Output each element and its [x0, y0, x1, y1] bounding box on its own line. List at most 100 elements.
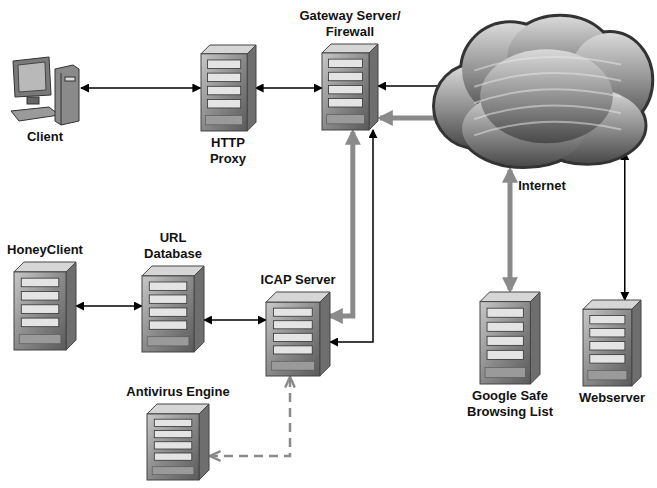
- pc-drawing: [9, 55, 81, 125]
- drive-bay: [207, 73, 240, 81]
- label-group: URL Database: [137, 230, 209, 262]
- connector: [76, 305, 142, 307]
- thick-connector: [330, 132, 353, 316]
- drive-bay: [207, 99, 240, 107]
- drive-bay: [487, 322, 523, 331]
- cloud-texture: [474, 73, 621, 87]
- server-base: [205, 116, 242, 125]
- tower: [55, 65, 79, 125]
- server-side: [369, 44, 378, 130]
- drive-bay: [329, 99, 363, 107]
- drive-bay: [274, 346, 313, 354]
- cloud-texture: [474, 89, 621, 103]
- server-top: [266, 292, 330, 302]
- node-label: Webserver: [579, 390, 645, 406]
- connector: [330, 130, 373, 342]
- server-top: [201, 45, 256, 54]
- drive-bay: [274, 321, 313, 329]
- server-side: [199, 404, 209, 480]
- server-node: Google Safe Browsing List: [462, 292, 558, 420]
- drive-bay: [149, 282, 186, 290]
- connector: [624, 152, 626, 300]
- label-group: Internet: [518, 178, 566, 194]
- server-drawing: [480, 292, 540, 384]
- server-node: Antivirus Engine: [124, 384, 232, 480]
- drive-bay: [154, 442, 191, 449]
- thick-connector: [508, 170, 513, 290]
- server-node: URL Database: [135, 230, 211, 352]
- label-group: HTTP Proxy: [203, 135, 253, 167]
- cloud-texture: [474, 122, 621, 136]
- drive-bay: [590, 328, 625, 336]
- drive-bay: [21, 318, 58, 327]
- server-front: [266, 302, 320, 376]
- server-side: [194, 266, 204, 352]
- server-side: [247, 45, 256, 131]
- node-label: Antivirus Engine: [126, 384, 229, 400]
- server-front: [142, 276, 194, 352]
- drive-bay: [207, 60, 240, 68]
- drive-bay: [149, 295, 186, 303]
- drive-bay: [149, 321, 186, 329]
- client-node: Client: [9, 55, 81, 145]
- drive-bay: [590, 342, 625, 350]
- server-front: [14, 272, 66, 350]
- drive-bay: [207, 86, 240, 94]
- node-label: ICAP Server: [261, 272, 336, 288]
- server-icon: [480, 292, 540, 384]
- server-icon: [201, 45, 256, 131]
- server-top: [14, 262, 76, 272]
- connector: [256, 87, 323, 89]
- server-base: [327, 115, 365, 124]
- keyboard: [11, 107, 59, 121]
- server-node: Webserver: [577, 300, 648, 406]
- drive-slot: [65, 77, 75, 81]
- server-top: [480, 292, 540, 302]
- server-drawing: [147, 404, 209, 480]
- server-drawing: [322, 44, 378, 130]
- drive-bay: [154, 419, 191, 426]
- label-group: Gateway Server/ Firewall: [295, 8, 405, 40]
- server-top: [142, 266, 204, 276]
- cloud-texture: [474, 105, 621, 119]
- label-group: Client: [27, 129, 63, 145]
- server-top: [322, 44, 378, 53]
- server-base: [19, 334, 61, 343]
- drive-bay: [149, 308, 186, 316]
- monitor-stand: [27, 97, 39, 104]
- node-label: HTTP Proxy: [203, 135, 253, 167]
- screen: [18, 62, 46, 92]
- server-drawing: [142, 266, 204, 352]
- server-side: [320, 292, 330, 376]
- server-icon: [583, 300, 641, 386]
- node-label: Internet: [518, 178, 566, 194]
- drive-bay: [21, 278, 58, 287]
- server-top: [583, 300, 641, 309]
- server-front: [201, 54, 247, 131]
- drive-bay: [590, 355, 625, 363]
- drive-bay: [329, 59, 363, 67]
- server-front: [322, 53, 369, 130]
- server-icon: [266, 292, 330, 376]
- server-drawing: [266, 292, 330, 376]
- label-group: Antivirus Engine: [126, 384, 229, 400]
- server-icon: [322, 44, 378, 130]
- server-node: HoneyClient: [5, 242, 85, 350]
- label-group: Webserver: [579, 390, 645, 406]
- server-side: [66, 262, 76, 350]
- server-front: [583, 309, 632, 386]
- drive-bay: [329, 85, 363, 93]
- server-side: [632, 300, 641, 386]
- connector: [204, 319, 266, 321]
- drive-bay: [154, 430, 191, 437]
- server-node: ICAP Server: [259, 272, 338, 376]
- pc-icon: [9, 55, 81, 125]
- server-side: [530, 292, 540, 384]
- label-group: ICAP Server: [261, 272, 336, 288]
- server-node: Gateway Server/ Firewall: [293, 8, 407, 130]
- label-group: HoneyClient: [7, 242, 83, 258]
- server-front: [147, 414, 199, 480]
- node-label: HoneyClient: [7, 242, 83, 258]
- connector: [81, 87, 201, 89]
